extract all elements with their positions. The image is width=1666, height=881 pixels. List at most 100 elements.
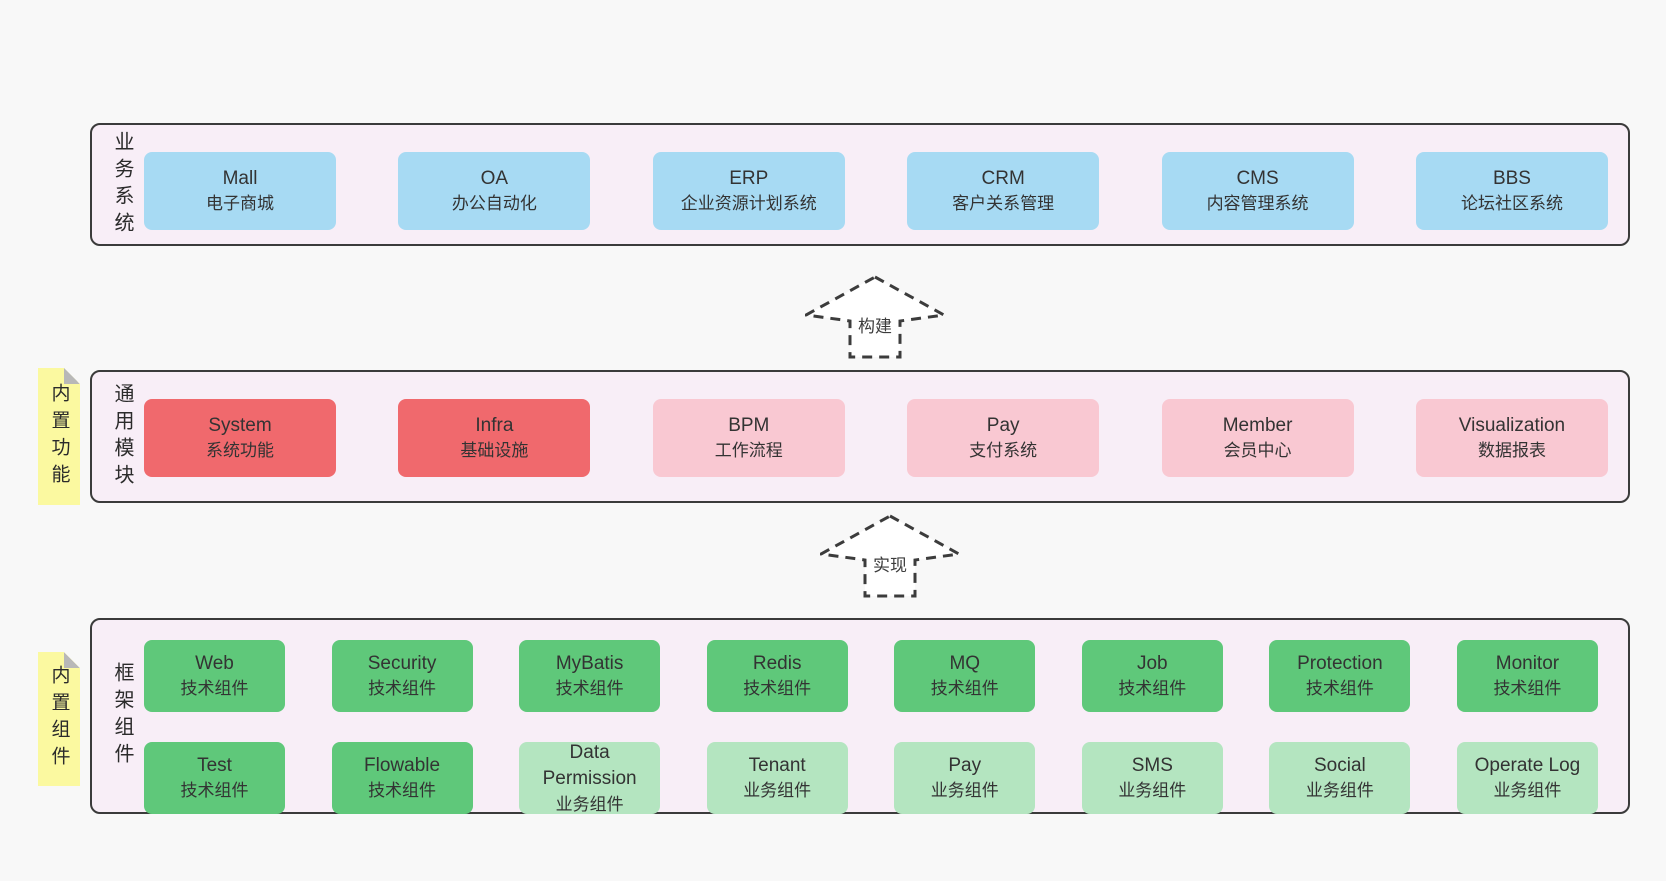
box-subtitle: 基础设施 bbox=[460, 441, 529, 461]
box-title: CMS bbox=[1236, 168, 1279, 190]
business-systems-row: Mall 电子商城 OA 办公自动化 ERP 企业资源计划系统 CRM 客户关系… bbox=[144, 152, 1608, 230]
box-redis: Redis 技术组件 bbox=[706, 640, 848, 712]
folded-corner-icon bbox=[64, 368, 80, 384]
box-subtitle: 支付系统 bbox=[969, 441, 1038, 461]
box-subtitle: 业务组件 bbox=[1118, 781, 1187, 801]
box-subtitle: 技术组件 bbox=[555, 679, 624, 699]
arrow-build: 构建 bbox=[805, 275, 945, 359]
box-title: Pay bbox=[948, 755, 982, 777]
common-modules-row: System 系统功能 Infra 基础设施 BPM 工作流程 Pay 支付系统… bbox=[144, 399, 1608, 477]
box-subtitle: 会员中心 bbox=[1223, 441, 1292, 461]
box-subtitle: 业务组件 bbox=[930, 781, 999, 801]
box-title: Test bbox=[197, 755, 232, 777]
box-title: Job bbox=[1136, 653, 1168, 675]
arrow-build-label: 构建 bbox=[855, 312, 895, 337]
box-subtitle: 技术组件 bbox=[368, 679, 437, 699]
box-title: MyBatis bbox=[555, 653, 624, 675]
box-title: Protection bbox=[1297, 653, 1383, 675]
box-title: Tenant bbox=[748, 755, 806, 777]
box-title: Monitor bbox=[1495, 653, 1560, 675]
box-subtitle: 客户关系管理 bbox=[952, 194, 1055, 214]
box-tenant: Tenant 业务组件 bbox=[706, 742, 848, 814]
box-subtitle: 内容管理系统 bbox=[1206, 194, 1309, 214]
box-title: SMS bbox=[1131, 755, 1173, 777]
box-title: Social bbox=[1314, 755, 1366, 777]
box-crm: CRM 客户关系管理 bbox=[907, 152, 1100, 230]
box-title: Mall bbox=[222, 168, 258, 190]
arrow-implement-label: 实现 bbox=[870, 551, 910, 576]
box-mall: Mall 电子商城 bbox=[144, 152, 336, 230]
box-member: Member 会员中心 bbox=[1161, 399, 1354, 477]
layer-label-framework-components: 框架组件 bbox=[111, 662, 133, 770]
box-subtitle: 办公自动化 bbox=[451, 194, 537, 214]
box-subtitle: 技术组件 bbox=[1493, 679, 1562, 699]
box-subtitle: 数据报表 bbox=[1477, 441, 1546, 461]
box-subtitle: 业务组件 bbox=[1493, 781, 1562, 801]
folded-corner-icon bbox=[64, 652, 80, 668]
arrow-implement: 实现 bbox=[820, 514, 960, 598]
box-title: Member bbox=[1222, 415, 1293, 437]
box-mybatis: MyBatis 技术组件 bbox=[519, 640, 661, 712]
box-erp: ERP 企业资源计划系统 bbox=[652, 152, 845, 230]
box-subtitle: 技术组件 bbox=[743, 679, 812, 699]
box-title: MQ bbox=[949, 653, 981, 675]
box-subtitle: 技术组件 bbox=[180, 679, 249, 699]
box-system: System 系统功能 bbox=[144, 399, 336, 477]
box-security: Security 技术组件 bbox=[331, 640, 473, 712]
box-infra: Infra 基础设施 bbox=[398, 399, 591, 477]
box-title: Visualization bbox=[1458, 415, 1566, 437]
box-title: BBS bbox=[1492, 168, 1531, 190]
box-protection: Protection 技术组件 bbox=[1269, 640, 1411, 712]
box-subtitle: 系统功能 bbox=[206, 441, 274, 461]
box-social: Social 业务组件 bbox=[1269, 742, 1411, 814]
box-subtitle: 企业资源计划系统 bbox=[680, 194, 817, 214]
layer-label-common-modules: 通用模块 bbox=[111, 382, 133, 491]
box-pay-component: Pay 业务组件 bbox=[894, 742, 1036, 814]
box-mq: MQ 技术组件 bbox=[894, 640, 1036, 712]
box-subtitle: 技术组件 bbox=[1305, 679, 1374, 699]
box-monitor: Monitor 技术组件 bbox=[1456, 640, 1598, 712]
box-subtitle: 业务组件 bbox=[1305, 781, 1374, 801]
framework-components-row-2: Test 技术组件 Flowable 技术组件 Data Permission … bbox=[144, 742, 1598, 814]
box-subtitle: 技术组件 bbox=[930, 679, 999, 699]
box-title: System bbox=[208, 415, 272, 437]
box-title: CRM bbox=[981, 168, 1025, 190]
box-subtitle: 业务组件 bbox=[743, 781, 812, 801]
box-title: Flowable bbox=[364, 755, 441, 777]
box-subtitle: 电子商城 bbox=[206, 194, 274, 214]
layer-label-business-systems: 业务系统 bbox=[111, 130, 133, 239]
box-title: Pay bbox=[986, 415, 1020, 437]
box-flowable: Flowable 技术组件 bbox=[331, 742, 473, 814]
box-subtitle: 工作流程 bbox=[714, 441, 783, 461]
box-title: Redis bbox=[752, 653, 802, 675]
box-title: Infra bbox=[475, 415, 514, 437]
box-sms: SMS 业务组件 bbox=[1081, 742, 1223, 814]
box-operate-log: Operate Log 业务组件 bbox=[1456, 742, 1598, 814]
box-visualization: Visualization 数据报表 bbox=[1415, 399, 1608, 477]
box-title: Data Permission bbox=[542, 742, 637, 790]
box-pay: Pay 支付系统 bbox=[907, 399, 1100, 477]
box-subtitle: 技术组件 bbox=[368, 781, 437, 801]
sticky-note-built-in-features: 内置功能 bbox=[38, 368, 80, 505]
box-subtitle: 技术组件 bbox=[1118, 679, 1187, 699]
sticky-note-text: 内置功能 bbox=[48, 382, 70, 491]
box-web: Web 技术组件 bbox=[144, 640, 285, 712]
box-subtitle: 业务组件 bbox=[555, 794, 624, 814]
framework-components-row-1: Web 技术组件 Security 技术组件 MyBatis 技术组件 Redi… bbox=[144, 640, 1598, 712]
box-title: OA bbox=[480, 168, 509, 190]
layer-framework-components: 框架组件 Web 技术组件 Security 技术组件 MyBatis 技术组件… bbox=[90, 618, 1630, 814]
box-test: Test 技术组件 bbox=[144, 742, 285, 814]
sticky-note-built-in-components: 内置组件 bbox=[38, 652, 80, 786]
box-title: ERP bbox=[729, 168, 769, 190]
layer-business-systems: 业务系统 Mall 电子商城 OA 办公自动化 ERP 企业资源计划系统 CRM… bbox=[90, 123, 1630, 246]
layer-common-modules: 通用模块 System 系统功能 Infra 基础设施 BPM 工作流程 Pay… bbox=[90, 370, 1630, 503]
box-subtitle: 技术组件 bbox=[180, 781, 249, 801]
box-title: Operate Log bbox=[1474, 755, 1581, 777]
box-job: Job 技术组件 bbox=[1081, 640, 1223, 712]
box-title: BPM bbox=[728, 415, 770, 437]
box-data-permission: Data Permission 业务组件 bbox=[519, 742, 661, 814]
box-bpm: BPM 工作流程 bbox=[652, 399, 845, 477]
box-bbs: BBS 论坛社区系统 bbox=[1415, 152, 1608, 230]
sticky-note-text: 内置组件 bbox=[48, 665, 70, 773]
